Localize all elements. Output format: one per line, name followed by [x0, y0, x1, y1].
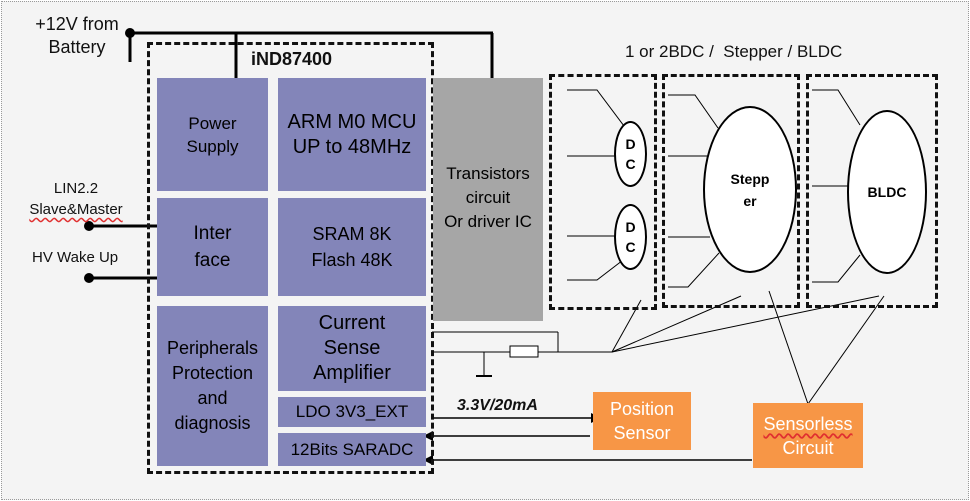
chip-boundary: [147, 42, 434, 474]
bldc-motor: BLDC: [847, 110, 927, 274]
battery-node: [125, 28, 135, 38]
sensorless-circuit: Sensorless Circuit: [753, 403, 863, 468]
battery-label: +12V from Battery: [35, 14, 119, 57]
sensorless-line2: Circuit: [782, 437, 834, 458]
interface-block: Inter face: [157, 198, 268, 296]
dc-motor-1: D C: [614, 121, 647, 187]
wake-node: [84, 273, 94, 283]
memory-block: SRAM 8K Flash 48K: [278, 198, 426, 296]
lin-label: LIN2.2 Slave&Master: [11, 178, 141, 220]
dc-motor-group: [549, 74, 657, 310]
dc-motor-2: D C: [614, 204, 647, 270]
lin-label-line2: Slave&Master: [29, 201, 123, 218]
position-sensor: Position Sensor: [593, 392, 691, 450]
motor-heading: 1 or 2BDC / Stepper / BLDC: [625, 42, 843, 61]
transistor-block: Transistors circuit Or driver IC: [433, 78, 543, 321]
chip-title: iND87400: [251, 49, 333, 69]
lin-node: [84, 221, 94, 231]
lin-label-line1: LIN2.2: [53, 180, 99, 197]
stepper-motor: Stepp er: [703, 106, 797, 273]
adc-block: 12Bits SARADC: [278, 433, 426, 466]
mcu-block: ARM M0 MCU UP to 48MHz: [278, 78, 426, 191]
bldc-group: [806, 74, 938, 308]
wake-label: HV Wake Up: [32, 249, 119, 266]
sensorless-line1: Sensorless: [763, 413, 853, 434]
ldo-block: LDO 3V3_EXT: [278, 397, 426, 427]
current-sense-block: Current Sense Amplifier: [278, 306, 426, 391]
stepper-group: [662, 74, 800, 308]
ldo-rating: 3.3V/20mA: [457, 397, 538, 414]
peripherals-block: Peripherals Protection and diagnosis: [157, 306, 268, 466]
power-supply-block: Power Supply: [157, 78, 268, 191]
